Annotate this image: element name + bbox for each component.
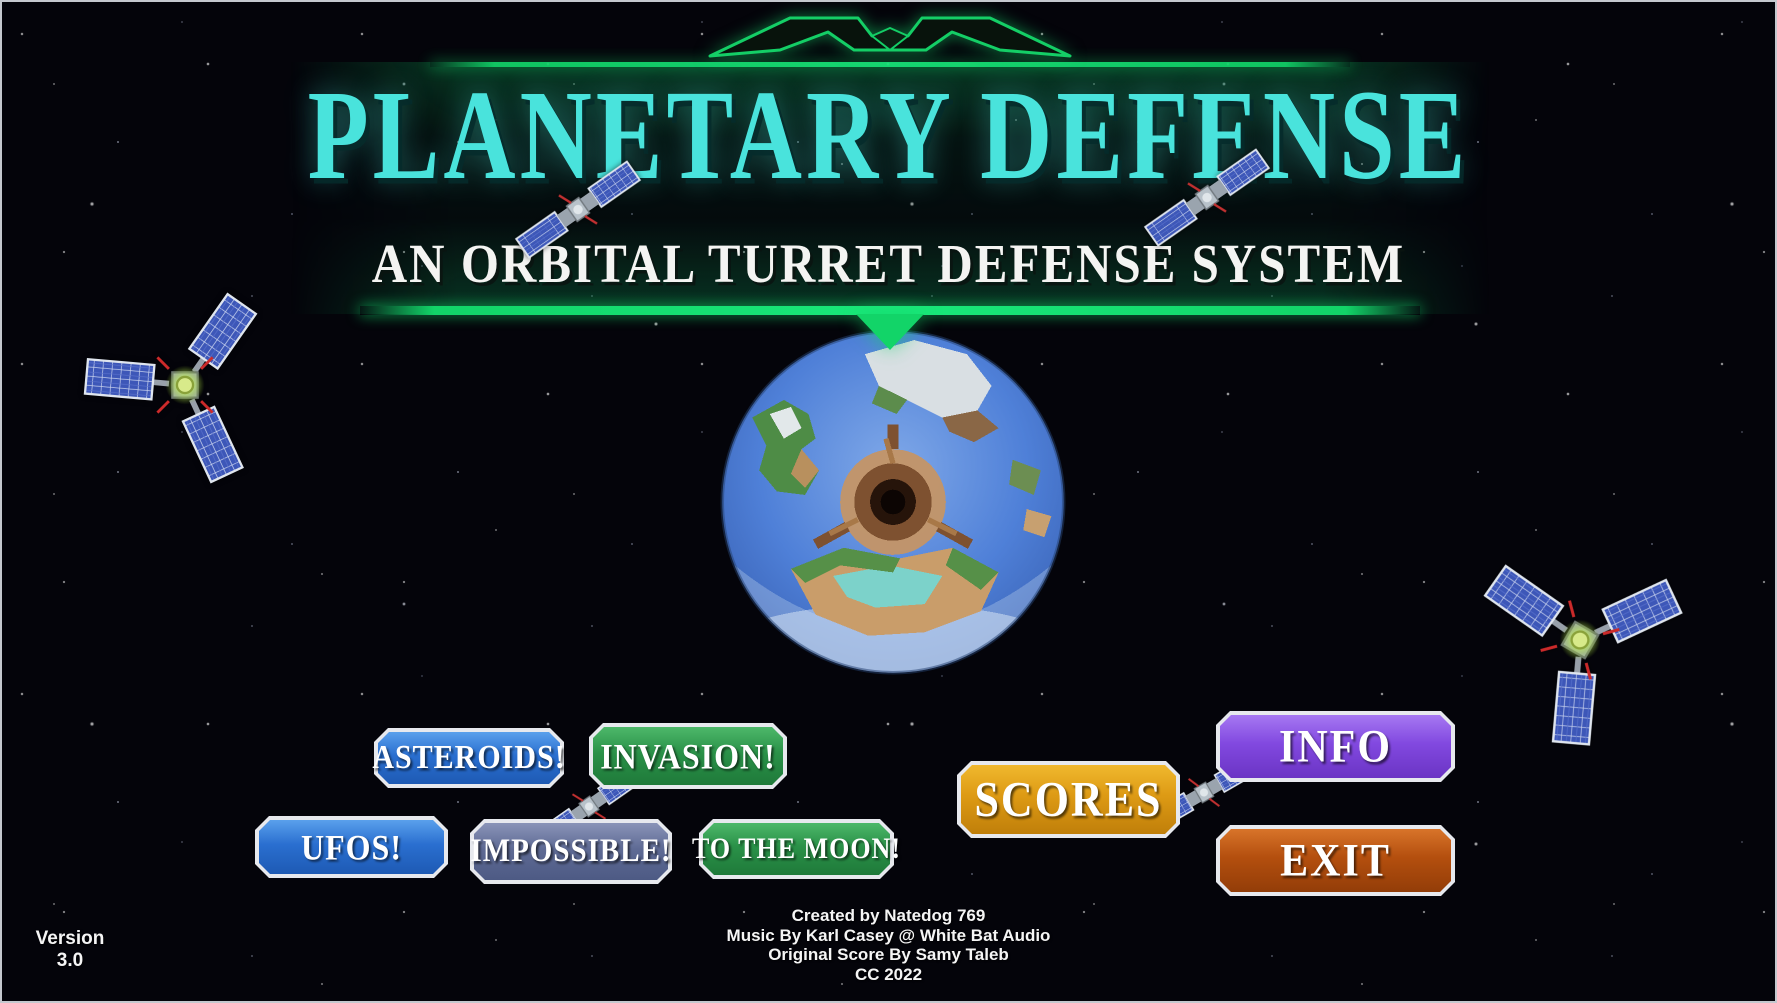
credits: Created by Natedog 769 Music By Karl Cas… <box>0 906 1777 984</box>
banner-line-bottom <box>360 306 1420 315</box>
banner-glow <box>290 62 1490 314</box>
credits-line: Music By Karl Casey @ White Bat Audio <box>726 925 1051 945</box>
button-fill <box>1220 829 1451 892</box>
banner-line-top <box>430 62 1350 67</box>
version-number: 3.0 <box>56 950 84 971</box>
info-button-label: INFO <box>1279 720 1392 773</box>
ufos-button[interactable]: UFOS! <box>255 816 448 878</box>
button-fill <box>1220 715 1451 778</box>
scores-button[interactable]: SCORES <box>957 761 1180 838</box>
credits-line: Original Score By Samy Taleb <box>768 945 1009 964</box>
button-fill <box>961 765 1176 834</box>
button-fill <box>259 820 444 874</box>
exit-button-label: EXIT <box>1280 834 1391 887</box>
invasion-button-label: INVASION! <box>600 735 776 776</box>
satellite-icon <box>70 270 300 500</box>
credits-line: CC 2022 <box>854 964 923 984</box>
to-the-moon-button-label: TO THE MOON! <box>692 832 901 865</box>
version-info: Version 3.0 <box>28 928 112 972</box>
ufos-button-label: UFOS! <box>301 826 402 867</box>
button-fill <box>474 823 668 880</box>
banner-emblem <box>708 16 1072 58</box>
scores-button-label: SCORES <box>974 772 1163 827</box>
impossible-button-label: IMPOSSIBLE! <box>470 833 672 869</box>
to-the-moon-button[interactable]: TO THE MOON! <box>692 819 900 879</box>
asteroids-button[interactable]: ASTEROIDS! <box>372 728 565 788</box>
credits-line: Created by Natedog 769 <box>791 906 986 925</box>
invasion-button[interactable]: INVASION! <box>589 723 787 789</box>
down-arrow-icon <box>856 314 924 350</box>
asteroids-button-label: ASTEROIDS! <box>372 738 566 776</box>
game-title: PLANETARY DEFENSE <box>307 64 1470 207</box>
button-fill <box>378 732 560 784</box>
button-fill <box>703 823 890 875</box>
impossible-button[interactable]: IMPOSSIBLE! <box>470 819 672 884</box>
exit-button[interactable]: EXIT <box>1216 825 1455 896</box>
info-button[interactable]: INFO <box>1216 711 1455 782</box>
version-label: Version <box>35 928 105 949</box>
planet-earth <box>720 329 1066 675</box>
button-fill <box>593 727 783 785</box>
